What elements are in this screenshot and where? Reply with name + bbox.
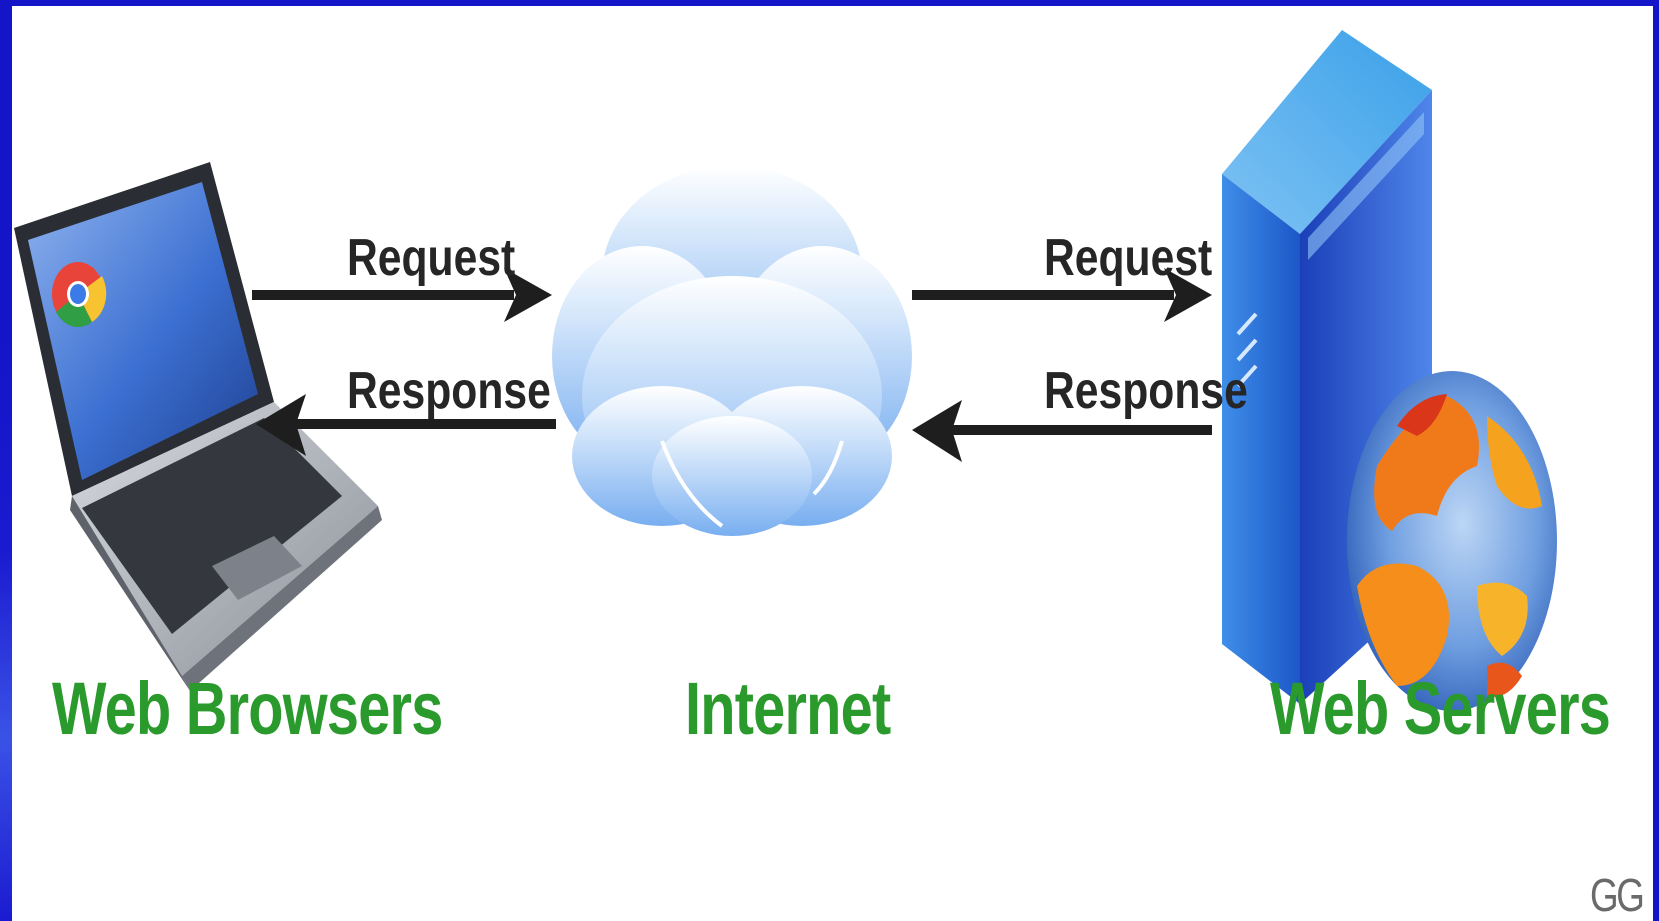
web-servers-caption: Web Servers bbox=[1270, 667, 1611, 750]
left-response-label: Response bbox=[347, 362, 551, 420]
left-request-arrow bbox=[252, 268, 552, 322]
left-request-label: Request bbox=[347, 229, 516, 287]
right-request-label: Request bbox=[1044, 229, 1213, 287]
right-response-arrow bbox=[912, 400, 1212, 462]
web-browsers-caption: Web Browsers bbox=[52, 667, 443, 750]
cloud-icon bbox=[552, 166, 912, 536]
right-response-label: Response bbox=[1044, 362, 1248, 420]
internet-caption: Internet bbox=[685, 667, 891, 750]
globe-icon bbox=[1347, 371, 1557, 711]
left-response-arrow bbox=[256, 394, 556, 456]
diagram-panel: Request Response Request Response Web Br… bbox=[12, 6, 1653, 921]
right-request-arrow bbox=[912, 268, 1212, 322]
laptop-icon bbox=[14, 162, 382, 691]
chrome-logo-icon bbox=[52, 262, 107, 328]
watermark-logo: GG bbox=[1590, 869, 1645, 921]
